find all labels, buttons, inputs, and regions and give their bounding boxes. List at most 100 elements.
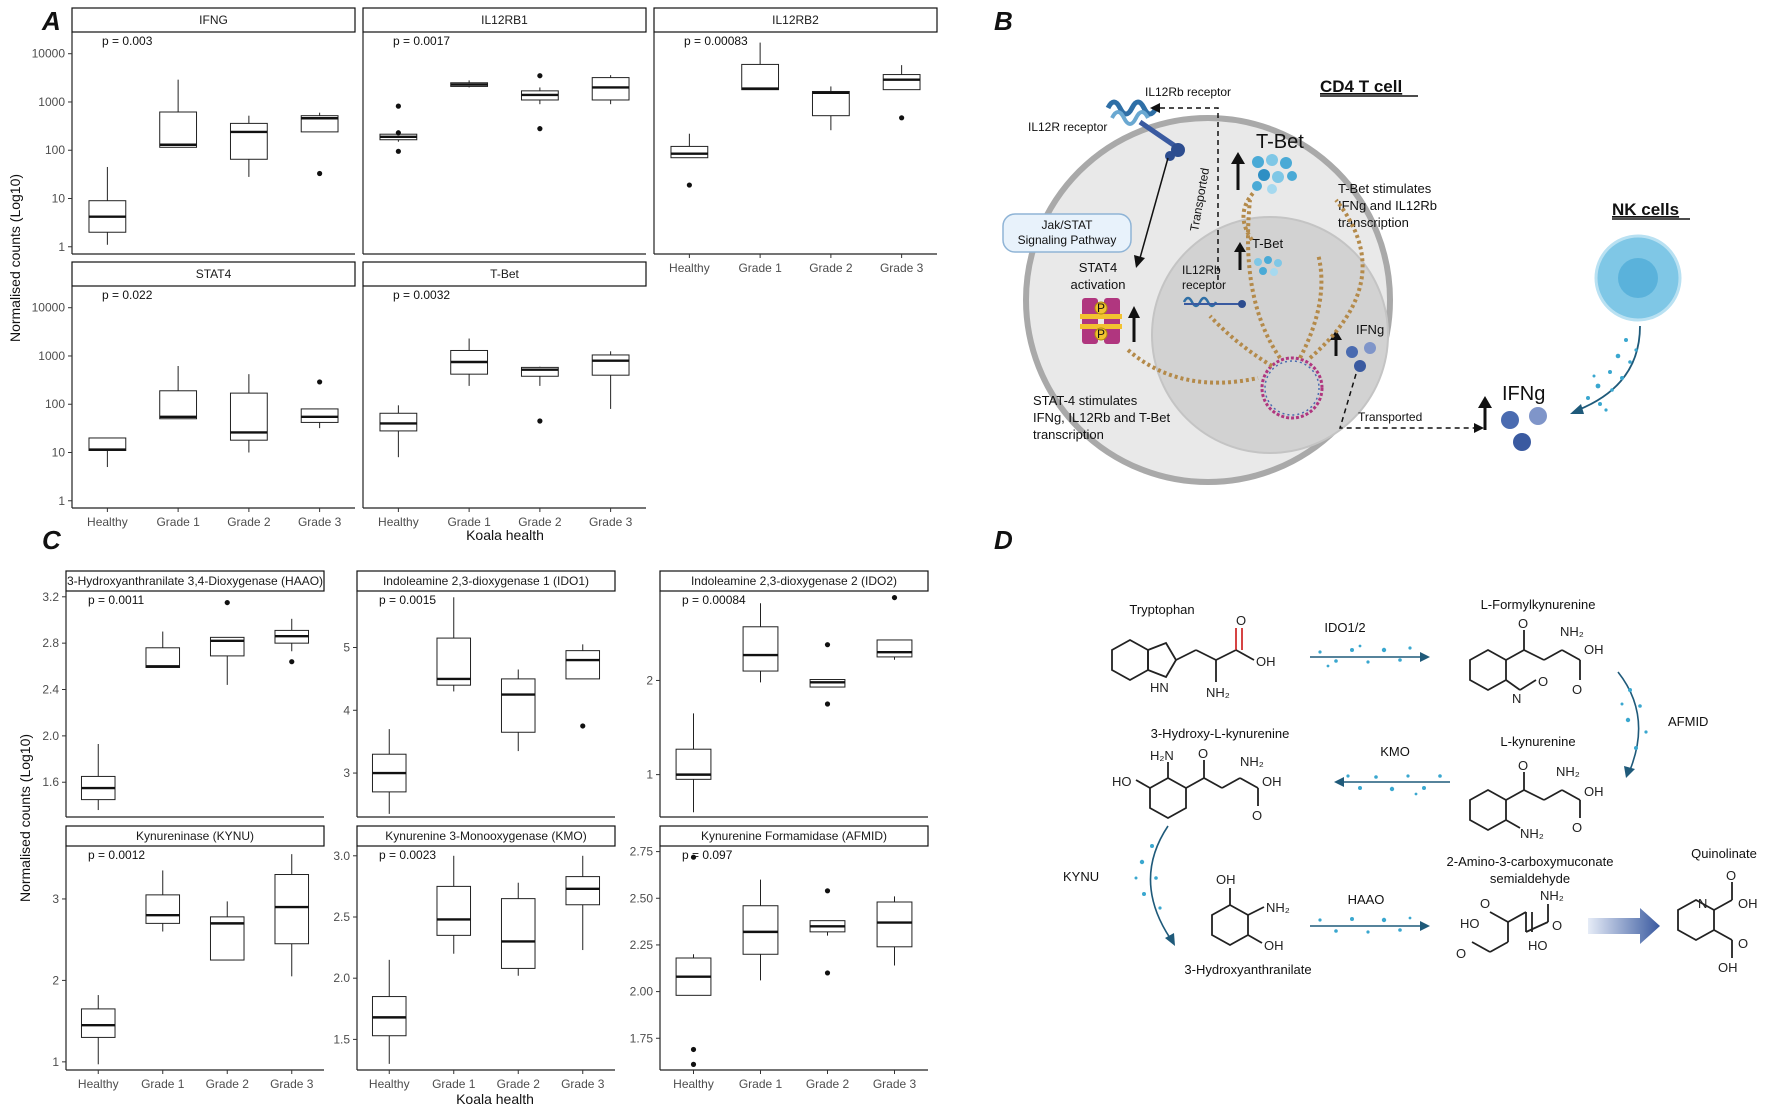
nk-cells-title: NK cells	[1612, 200, 1679, 219]
box-grade-2	[500, 669, 536, 752]
box-grade-3	[300, 379, 339, 429]
y-tick-label: 2.5	[333, 910, 350, 924]
facet-kynurenine-3-monooxygenase-kmo: Kynurenine 3-Monooxygenase (KMO)1.52.02.…	[333, 825, 616, 1091]
y-tick-label: 2.8	[42, 636, 59, 650]
outlier-point	[690, 854, 697, 860]
box-iqr	[565, 876, 601, 906]
facet-strip	[362, 261, 647, 287]
ifng-molecules-icon	[1478, 396, 1547, 451]
acms-oxygen-3: O	[1456, 946, 1466, 961]
afmid-arrowhead	[1624, 766, 1635, 778]
x-tick-label: Healthy	[673, 1077, 714, 1091]
jakstat-line-1: Jak/STAT	[1042, 218, 1094, 232]
box-iqr	[500, 898, 536, 969]
box-iqr	[229, 122, 268, 160]
stat4-dimer-icon	[1080, 298, 1140, 344]
y-tick-label: 10	[52, 192, 66, 206]
facet-indoleamine-2-3-dioxygenase-1-ido1: Indoleamine 2,3-dioxygenase 1 (IDO1)345p…	[343, 570, 616, 818]
hydroxykyn-ho: HO	[1112, 774, 1132, 789]
outlier-point	[690, 1061, 697, 1067]
il12r-receptor-icon	[1105, 99, 1185, 161]
outlier-point	[891, 594, 898, 601]
facet-strip	[362, 7, 647, 33]
stat4-line-1: STAT4	[1079, 260, 1118, 275]
facet-strip	[356, 825, 616, 847]
phospho-label-2: P	[1097, 327, 1105, 341]
chart-panel-c: 3-Hydroxyanthranilate 3,4-Dioxygenase (H…	[17, 570, 929, 1107]
quinolinate-structure	[1677, 882, 1733, 958]
dna-plasmid-icon	[1260, 356, 1324, 420]
transport-arrow-ifng	[1338, 373, 1476, 429]
kmo-enzyme-label: KMO	[1380, 744, 1410, 759]
lkynurenine-label: L-kynurenine	[1500, 734, 1575, 749]
box-grade-3	[876, 594, 913, 660]
y-tick-label: 2.75	[630, 845, 654, 859]
acms-oxygen-2: O	[1552, 918, 1562, 933]
box-grade-2	[520, 366, 559, 424]
box-iqr	[500, 678, 536, 733]
hydroxykyn-nh2: NH₂	[1240, 754, 1264, 769]
hydroxyanth-nh2: NH₂	[1266, 900, 1290, 915]
lkyn-oxygen: O	[1518, 758, 1528, 773]
y-tick-label: 1	[58, 240, 65, 254]
box-grade-1	[159, 365, 198, 420]
quinolinate-n: N	[1698, 896, 1707, 911]
facet-strip	[71, 7, 356, 33]
hydroxykyn-oxygen: O	[1198, 746, 1208, 761]
acms-ho-2: HO	[1528, 938, 1548, 953]
afmid-enzyme-label: AFMID	[1668, 714, 1708, 729]
box-iqr	[811, 90, 850, 117]
facet-kynurenine-formamidase-afmid: Kynurenine Formamidase (AFMID)1.752.002.…	[630, 825, 929, 1091]
facet-3-hydroxyanthranilate-3-4-dioxygenase-haao: 3-Hydroxyanthranilate 3,4-Dioxygenase (H…	[42, 570, 325, 818]
x-tick-label: Grade 1	[432, 1077, 476, 1091]
facet-title: T-Bet	[490, 267, 519, 281]
tryptophan-hn: HN	[1150, 680, 1169, 695]
box-iqr	[565, 650, 601, 680]
ido-arrowhead	[1420, 652, 1430, 662]
x-tick-label: Healthy	[369, 1077, 410, 1091]
facet-title: Indoleamine 2,3-dioxygenase 2 (IDO2)	[691, 574, 897, 588]
y-tick-label: 2.25	[630, 938, 654, 952]
stat4-stim-line-2: IFNg, IL12Rb and T-Bet	[1033, 410, 1170, 425]
y-tick-label: 1.5	[333, 1032, 350, 1046]
box-grade-2	[209, 901, 245, 961]
tryptophan-oh: OH	[1256, 654, 1276, 669]
outlier-point	[395, 130, 401, 136]
hydroxyanth-oh-2: OH	[1264, 938, 1284, 953]
transported-label-2: Transported	[1358, 410, 1422, 424]
facet-strip	[65, 825, 325, 847]
kmo-arrowhead	[1334, 777, 1344, 787]
dna-plasmid-strand	[1264, 360, 1320, 416]
x-tick-label: Grade 3	[270, 1077, 314, 1091]
acms-line-1: 2-Amino-3-carboxymuconate	[1447, 854, 1614, 869]
box-iqr	[274, 874, 310, 945]
x-tick-label: Grade 1	[156, 515, 200, 529]
facet-strip	[71, 261, 356, 287]
box-healthy	[371, 729, 407, 814]
jakstat-box	[1002, 213, 1132, 253]
panel-c-x-axis-title: Koala health	[456, 1091, 534, 1107]
p-value-label: p = 0.00083	[684, 34, 748, 48]
p-value-label: p = 0.097	[682, 848, 733, 862]
box-grade-3	[591, 351, 630, 409]
box-iqr	[876, 639, 913, 658]
box-grade-1	[145, 631, 181, 668]
acms-line-2: semialdehyde	[1490, 871, 1570, 886]
box-grade-2	[811, 86, 850, 131]
box-grade-3	[274, 618, 310, 665]
transcription-arrows	[1126, 190, 1365, 385]
box-iqr	[520, 366, 559, 377]
box-grade-3	[565, 644, 601, 729]
box-grade-2	[209, 599, 245, 685]
box-grade-1	[159, 79, 198, 148]
lformylkynurenine-label: L-Formylkynurenine	[1481, 597, 1596, 612]
enzyme-dots	[1134, 644, 1648, 934]
lformyl-oxygen-2: O	[1572, 682, 1582, 697]
outlier-point	[317, 170, 323, 177]
box-grade-1	[450, 80, 489, 88]
kynu-arrowhead	[1165, 933, 1175, 946]
y-tick-label: 100	[45, 143, 65, 157]
haao-enzyme-label: HAAO	[1348, 892, 1385, 907]
